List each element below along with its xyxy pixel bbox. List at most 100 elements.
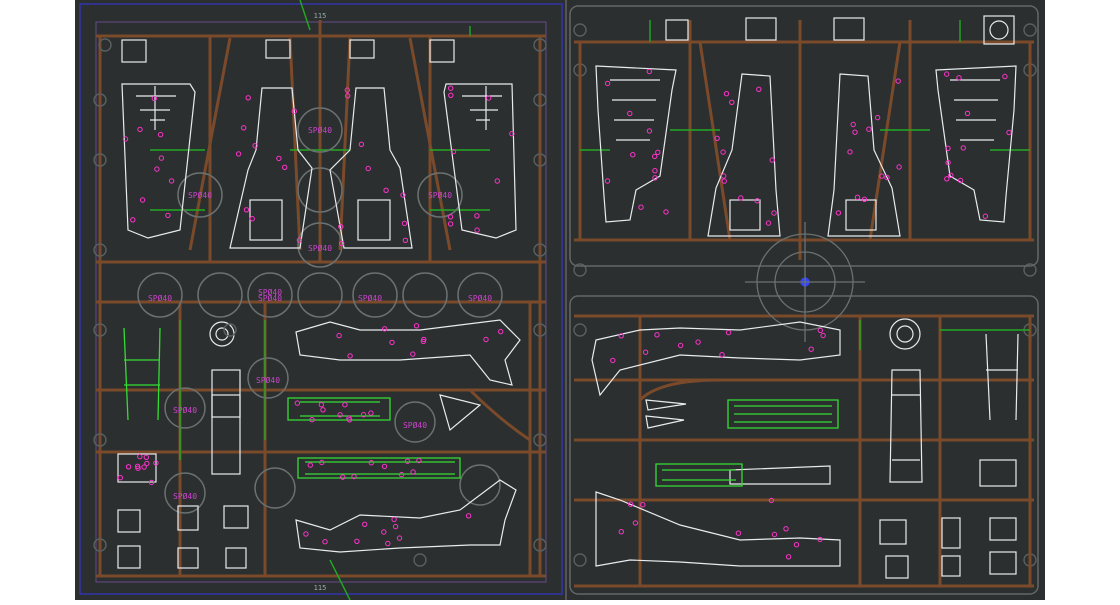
sprue-gate-icon [385, 540, 391, 547]
sprue-gate-icon [474, 213, 480, 219]
sprue-gate-icon [509, 131, 515, 137]
sprue-gate-icon [398, 471, 405, 478]
sprue-gate-icon [344, 87, 350, 93]
sprue-gate-icon [652, 168, 658, 174]
sprue-gate-icon [494, 178, 500, 184]
right-mold-sheet [569, 5, 1039, 595]
ejector-pin-circle-icon [93, 153, 107, 167]
ejector-pin-circle-icon [533, 243, 547, 257]
sprue-gate-icon [793, 542, 800, 548]
sprue-gate-icon [309, 417, 315, 423]
sprue-gate-icon [358, 141, 365, 148]
spot-label: SPØ40 [308, 243, 332, 253]
sprue-gate-icon [153, 460, 159, 466]
sprue-gate-icon [400, 192, 406, 198]
sprue-gate-icon [249, 216, 255, 222]
sprue-gate-icon [157, 131, 164, 138]
left-green-frame [123, 327, 161, 421]
sprue-gate-icon [143, 454, 150, 460]
sprue-gate-icon [948, 172, 954, 179]
sprue-gate-icon [391, 516, 397, 523]
spot-label: SPØ40 [258, 287, 282, 297]
sprue-gate-icon [695, 339, 701, 345]
sprue-gate-icon [235, 151, 242, 157]
sprue-gate-icon [646, 128, 653, 134]
sprue-gate-icon [342, 402, 348, 408]
left-cockpit-tub [211, 369, 241, 475]
sprue-gate-icon [122, 136, 129, 142]
sprue-gate-icon [307, 462, 313, 468]
ejector-pin-circle-icon [1023, 263, 1037, 277]
sprue-gate-icon [137, 453, 143, 460]
sprue-gate-icon [245, 95, 251, 101]
left-runner-grid [96, 20, 546, 578]
sprue-gate-icon [1006, 129, 1012, 136]
sprue-gate-icon [652, 153, 658, 160]
left-green-spar-1 [287, 397, 391, 421]
sprue-gate-icon [165, 212, 171, 219]
sprue-gate-icon [817, 536, 823, 543]
sprue-gate-icon [756, 86, 762, 93]
sprue-gate-icon [754, 198, 760, 204]
sprue-gate-icon [896, 164, 902, 170]
sprue-gate-icon [410, 469, 416, 475]
spot-label: SPØ40 [188, 190, 212, 200]
sprue-gate-icon [241, 125, 247, 131]
sprue-gate-icon [721, 178, 727, 184]
left-ref-circles [137, 107, 503, 514]
sprue-gate-icon [450, 148, 457, 155]
left-green-spar-2 [297, 457, 461, 479]
sprue-gate-icon [632, 520, 639, 526]
sprue-gate-icon [389, 339, 395, 346]
sprue-gate-icon [448, 92, 454, 99]
sprue-gate-icon [337, 412, 343, 418]
sprue-gate-icon [854, 194, 861, 201]
ejector-pin-circle-icon [573, 23, 587, 37]
sprue-gate-icon [720, 149, 726, 155]
sprue-gate-icon [627, 110, 633, 117]
sprue-gate-icon [392, 523, 399, 530]
sprue-gate-icon [252, 143, 258, 149]
left-green-guides [150, 0, 490, 601]
left-tail-panel-2 [443, 83, 517, 239]
sprue-gate-icon [351, 473, 357, 480]
sprue-gate-icon [866, 126, 872, 132]
sprue-gate-icon [318, 402, 325, 408]
sprue-gate-icon [663, 209, 669, 215]
sprue-gate-icon [486, 95, 492, 101]
sprue-gate-icon [117, 475, 124, 481]
sprue-gate-icon [402, 237, 409, 244]
sprue-gate-icon [677, 342, 684, 349]
sprue-gate-icon [336, 332, 342, 339]
spot-label: SPØ40 [403, 420, 427, 430]
sprue-gate-icon [771, 210, 777, 216]
right-fuselage-half-2 [827, 73, 901, 237]
left-lower-parts [117, 319, 521, 569]
sprue-gate-icon [396, 535, 403, 541]
ejector-pin-circle-icon [573, 323, 587, 337]
sprue-gate-icon [765, 220, 772, 226]
sprue-gate-icon [365, 165, 371, 172]
sprue-gate-icon [381, 463, 388, 470]
sprue-gate-icon [368, 460, 374, 466]
sprue-gate-icon [447, 221, 454, 227]
sprue-gate-icon [895, 78, 901, 84]
spot-label: SPØ40 [258, 293, 282, 303]
sprue-gate-icon [729, 99, 735, 106]
sprue-gate-icon [148, 479, 155, 486]
sprue-gate-icon [404, 458, 411, 464]
left-fuselage-side-bottom [295, 479, 517, 553]
sprue-gate-icon [154, 166, 160, 172]
sprue-gate-icon [294, 400, 301, 406]
right-gate-markers [604, 68, 1012, 560]
sprue-gate-icon [618, 333, 624, 339]
sprue-gate-icon [381, 529, 387, 535]
left-fuselage-half-2 [329, 87, 413, 249]
ejector-pin-circle-icon [533, 153, 547, 167]
sprue-gate-icon [139, 197, 146, 203]
sprue-gate-icon [243, 207, 250, 213]
sprue-gate-icon [498, 328, 504, 335]
sprue-gate-icon [474, 227, 480, 233]
sprue-gate-icon [303, 531, 309, 537]
